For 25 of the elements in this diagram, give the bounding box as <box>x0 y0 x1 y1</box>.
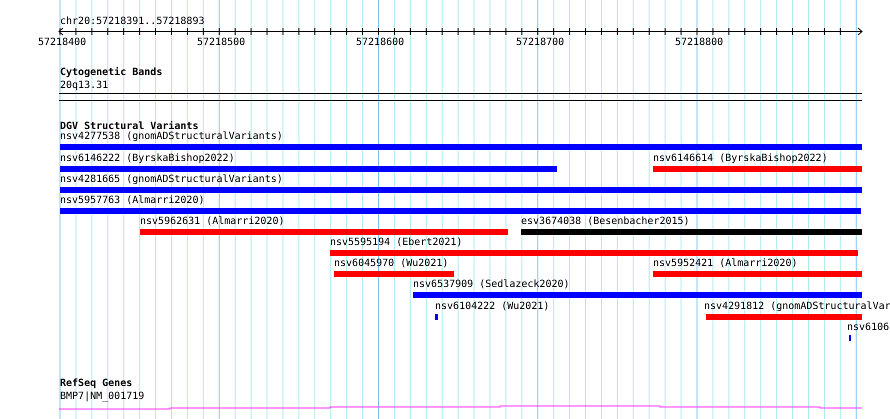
variant-label: nsv6106 <box>847 322 890 334</box>
gene-label: BMP7|NM_001719 <box>60 391 144 403</box>
variant-label: nsv6045970 (Wu2021) <box>334 258 448 270</box>
tick-label: 57218400 <box>38 37 86 49</box>
variant-label: nsv5952421 (Almarri2020) <box>653 258 798 270</box>
variant-label: nsv5962631 (Almarri2020) <box>140 216 284 228</box>
variant-label: nsv6146222 (ByrskaBishop2022) <box>60 153 235 165</box>
tick-label: 57218700 <box>516 37 564 49</box>
variant-label: nsv6537909 (Sedlazeck2020) <box>413 279 570 291</box>
variant-label: nsv6104222 (Wu2021) <box>435 301 550 313</box>
tick-label: 57218500 <box>197 37 246 49</box>
variant-label: nsv4281665 (gnomADStructuralVariants) <box>60 174 283 186</box>
band-label: 20q13.31 <box>60 80 108 92</box>
variant-label: nsv4291812 (gnomADStructuralVar <box>704 301 890 313</box>
position-label: chr20:57218391..57218893 <box>60 16 204 28</box>
track-title: DGV Structural Variants <box>60 121 198 132</box>
variant-label: nsv5595194 (Ebert2021) <box>330 237 462 249</box>
tick-label: 57218600 <box>356 37 404 49</box>
tick-label: 57218800 <box>675 37 724 49</box>
variant-label: nsv5957763 (Almarri2020) <box>60 195 204 207</box>
variant-label: nsv4277538 (gnomADStructuralVariants) <box>60 131 283 143</box>
variant-label: nsv6146614 (ByrskaBishop2022) <box>653 153 828 165</box>
variant-label: esv3674038 (Besenbacher2015) <box>521 216 690 228</box>
track-title: RefSeq Genes <box>60 378 132 390</box>
track-title: Cytogenetic Bands <box>60 67 162 79</box>
